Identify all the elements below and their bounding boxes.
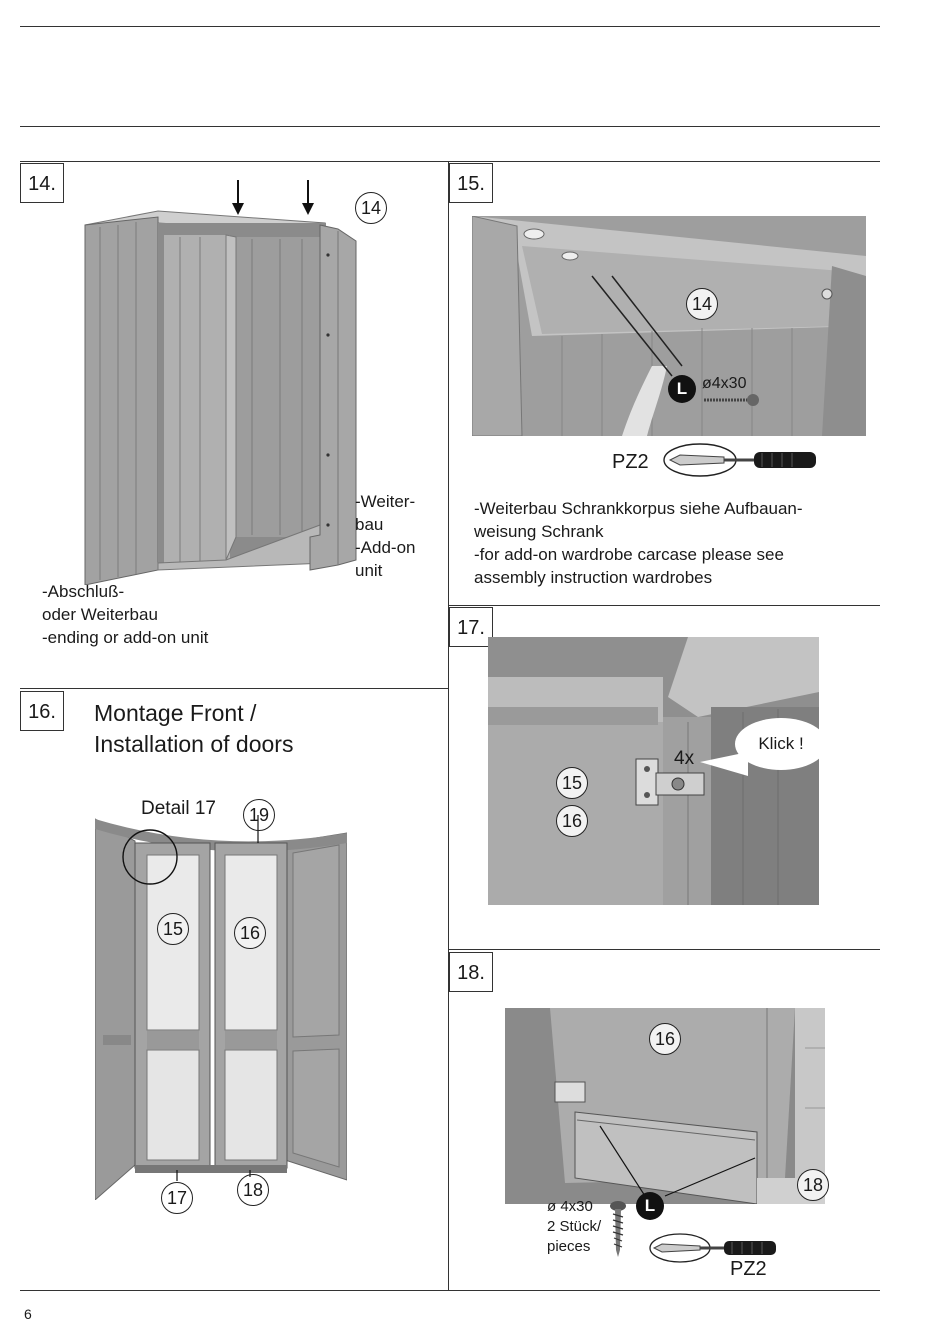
part-16-marker-step-18: 16 [649,1023,681,1055]
screwdriver-icon-step-18 [648,1231,780,1265]
step-15-note: -Weiterbau Schrankkorpus siehe Aufbauan-… [474,499,803,587]
part-19-marker: 19 [243,799,275,831]
part-18-marker-step-18: 18 [797,1169,829,1201]
part-18-marker: 18 [237,1174,269,1206]
page-number: 6 [24,1306,32,1322]
step-15-number: 15. [449,163,493,203]
divider-right-1 [448,605,880,606]
step-18-plinth-photo [505,1008,825,1204]
step-16-number: 16. [20,691,64,731]
detail-17-label: Detail 17 [141,798,216,819]
step-14-right-caption: -Weiter- bau -Add-on unit [355,492,416,580]
divider-right-2 [448,949,880,950]
part-17-marker: 17 [161,1182,193,1214]
hinge-count: 4x [674,748,695,769]
screwdriver-icon [662,440,822,480]
part-15-marker-step-17: 15 [556,767,588,799]
part-14-marker-step-15: 14 [686,288,718,320]
step-14-left-caption: -Abschluß- oder Weiterbau -ending or add… [42,582,209,647]
klick-callout-bubble: Klick ! [735,718,827,770]
step-17-hinge-photo [488,637,819,905]
part-16-marker: 16 [234,917,266,949]
part-15-marker: 15 [157,913,189,945]
part-16-marker-step-17: 16 [556,805,588,837]
divider-left [20,688,448,689]
fitting-l-badge-step-15: L [668,375,696,403]
step-15-photo [472,216,866,436]
grid-top-line [20,161,880,162]
step-16-heading: Montage Front / Installation of doors [94,700,294,757]
callout-pointer [700,752,748,776]
grid-center-line [448,161,449,1291]
step-17-number: 17. [449,607,493,647]
screw-icon [608,1200,628,1258]
step-14-wardrobe-illustration [80,175,370,585]
tool-label-step-18: PZ2 [730,1258,767,1280]
fitting-l-badge-step-18: L [636,1192,664,1220]
tool-label-step-15: PZ2 [612,451,649,473]
step-14-number: 14. [20,163,64,203]
screw-info-step-18: ø 4x30 2 Stück/ pieces [547,1198,602,1255]
bottom-rule [20,1290,880,1291]
top-rule [20,26,880,27]
step-16-doors-illustration [95,815,347,1200]
screw-spec-step-15: ø4x30 [702,375,747,392]
step-18-number: 18. [449,952,493,992]
part-14-marker: 14 [355,192,387,224]
header-rule [20,126,880,127]
